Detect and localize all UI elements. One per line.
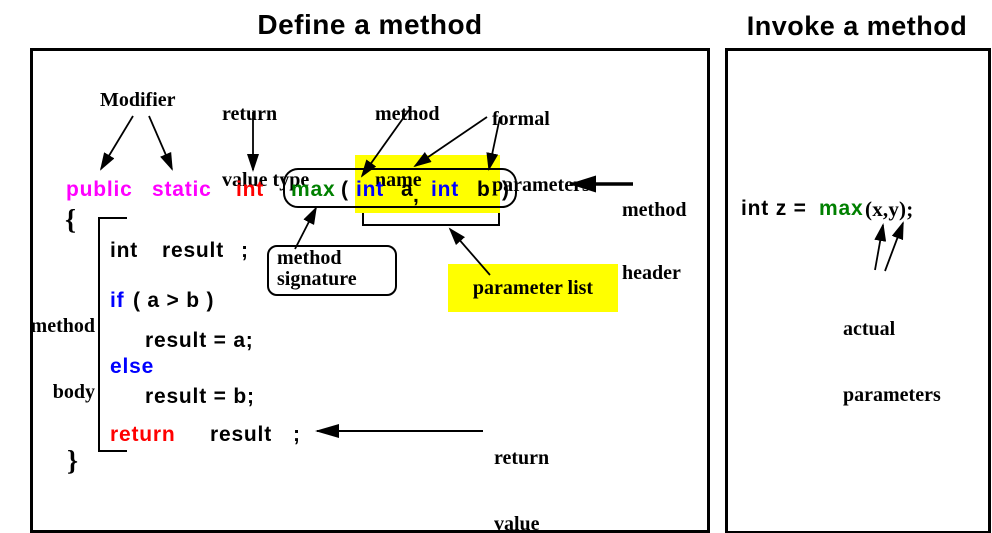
label-modifier: Modifier: [100, 89, 176, 111]
code-token-declare-var: result: [162, 239, 224, 262]
code-token-close-paren: ): [502, 178, 510, 201]
code-token-comma: ,: [413, 184, 420, 207]
code-token-method-name: max: [291, 178, 336, 201]
label-line: method: [375, 103, 440, 125]
code-token-return-type: int: [236, 178, 265, 201]
invoke-code-lhs: int z =: [741, 197, 807, 220]
label-return-value: return value: [494, 403, 549, 533]
label-line: formal: [492, 108, 550, 130]
code-line-then: result = a;: [145, 329, 254, 352]
method-body-bracket-top: [98, 217, 127, 219]
method-signature-callout: method signature: [267, 245, 397, 296]
label-line: header: [622, 262, 681, 284]
invoke-section-title: Invoke a method: [746, 11, 968, 41]
label-method-header: method header: [622, 158, 686, 326]
code-token-return-semi: ;: [293, 423, 301, 446]
label-line: method: [277, 247, 342, 269]
code-open-brace: {: [65, 205, 77, 236]
code-token-return-expr: result: [210, 423, 272, 446]
code-token-param2-name: b: [477, 178, 491, 201]
code-token-if-condition: ( a > b ): [133, 289, 215, 312]
parameter-list-bracket: [362, 205, 500, 226]
label-line: value: [494, 513, 540, 533]
code-token-param1-name: a: [401, 178, 414, 201]
invoke-code-arguments: (x,y);: [865, 197, 914, 221]
parameter-list-callout: parameter list: [448, 264, 618, 312]
label-line: return: [494, 447, 550, 469]
label-line: method: [30, 315, 95, 337]
label-formal-parameters: formal parameters: [492, 64, 590, 240]
code-token-else: else: [110, 355, 155, 378]
label-method-name: method name: [375, 59, 439, 235]
label-line: method: [622, 199, 687, 221]
label-line: signature: [277, 268, 357, 290]
label-line: body: [52, 381, 95, 403]
code-token-public: public: [66, 178, 133, 201]
label-parameter-list: parameter list: [472, 276, 594, 299]
code-token-param2-type: int: [431, 178, 460, 201]
code-token-param1-type: int: [356, 178, 385, 201]
code-token-declare-type: int: [110, 239, 139, 262]
define-box: [30, 48, 710, 533]
label-return-value-type: return value type: [222, 59, 309, 235]
invoke-code-method-name: max: [819, 197, 864, 220]
label-method-body: method body: [13, 271, 95, 447]
code-line-else-assign: result = b;: [145, 385, 255, 408]
label-actual-parameters: actual parameters: [843, 274, 941, 450]
code-close-brace: }: [67, 446, 79, 477]
define-section-title: Define a method: [257, 9, 483, 40]
label-line: parameters: [843, 384, 941, 406]
code-token-if: if: [110, 289, 125, 312]
code-token-return: return: [110, 423, 176, 446]
code-token-declare-semi: ;: [241, 239, 249, 262]
method-body-bracket: [98, 217, 100, 452]
invoke-box: [725, 48, 991, 533]
code-token-static: static: [152, 178, 212, 201]
code-token-open-paren: (: [341, 178, 349, 201]
label-line: value type: [222, 169, 310, 191]
label-line: return: [222, 103, 278, 125]
label-line: actual: [843, 318, 896, 340]
label-line: parameters: [492, 174, 590, 196]
method-body-bracket-bottom: [98, 450, 127, 452]
